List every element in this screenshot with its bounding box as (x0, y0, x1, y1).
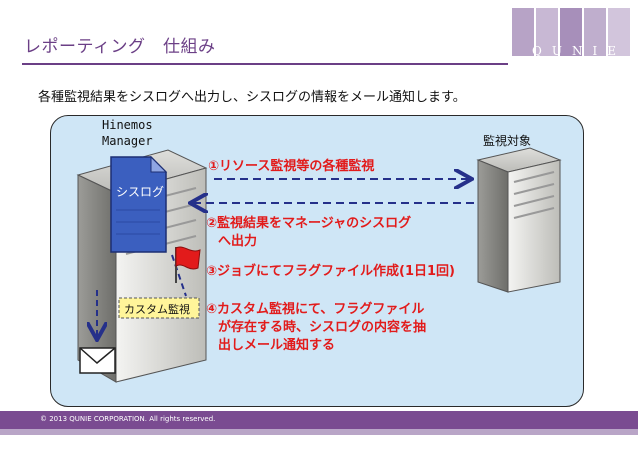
target-label: 監視対象 (483, 132, 531, 149)
manager-label-line2: Manager (102, 134, 153, 148)
step4-text-line3: 出しメール通知する (218, 334, 335, 353)
step2-text-line1: ②監視結果をマネージャのシスログ (206, 212, 411, 231)
manager-label-line1: Hinemos (102, 118, 153, 132)
custom-monitor-label: カスタム監視 (124, 301, 190, 317)
step3-text: ③ジョブにてフラグファイル作成(1日1回) (206, 260, 455, 279)
copyright-text: © 2013 QUNIE CORPORATION. All rights res… (40, 415, 215, 423)
syslog-document-icon (111, 157, 166, 252)
target-server-icon (478, 148, 560, 292)
footer-accent-line (0, 429, 638, 435)
step4-text-line2: が存在する時、シスログの内容を抽 (218, 316, 426, 335)
step1-text: ①リソース監視等の各種監視 (208, 155, 374, 174)
mail-envelope-icon (80, 348, 115, 373)
syslog-label: シスログ (116, 183, 164, 200)
step2-text-line2: へ出力 (218, 230, 257, 249)
step4-text-line1: ④カスタム監視にて、フラグファイル (206, 298, 424, 317)
